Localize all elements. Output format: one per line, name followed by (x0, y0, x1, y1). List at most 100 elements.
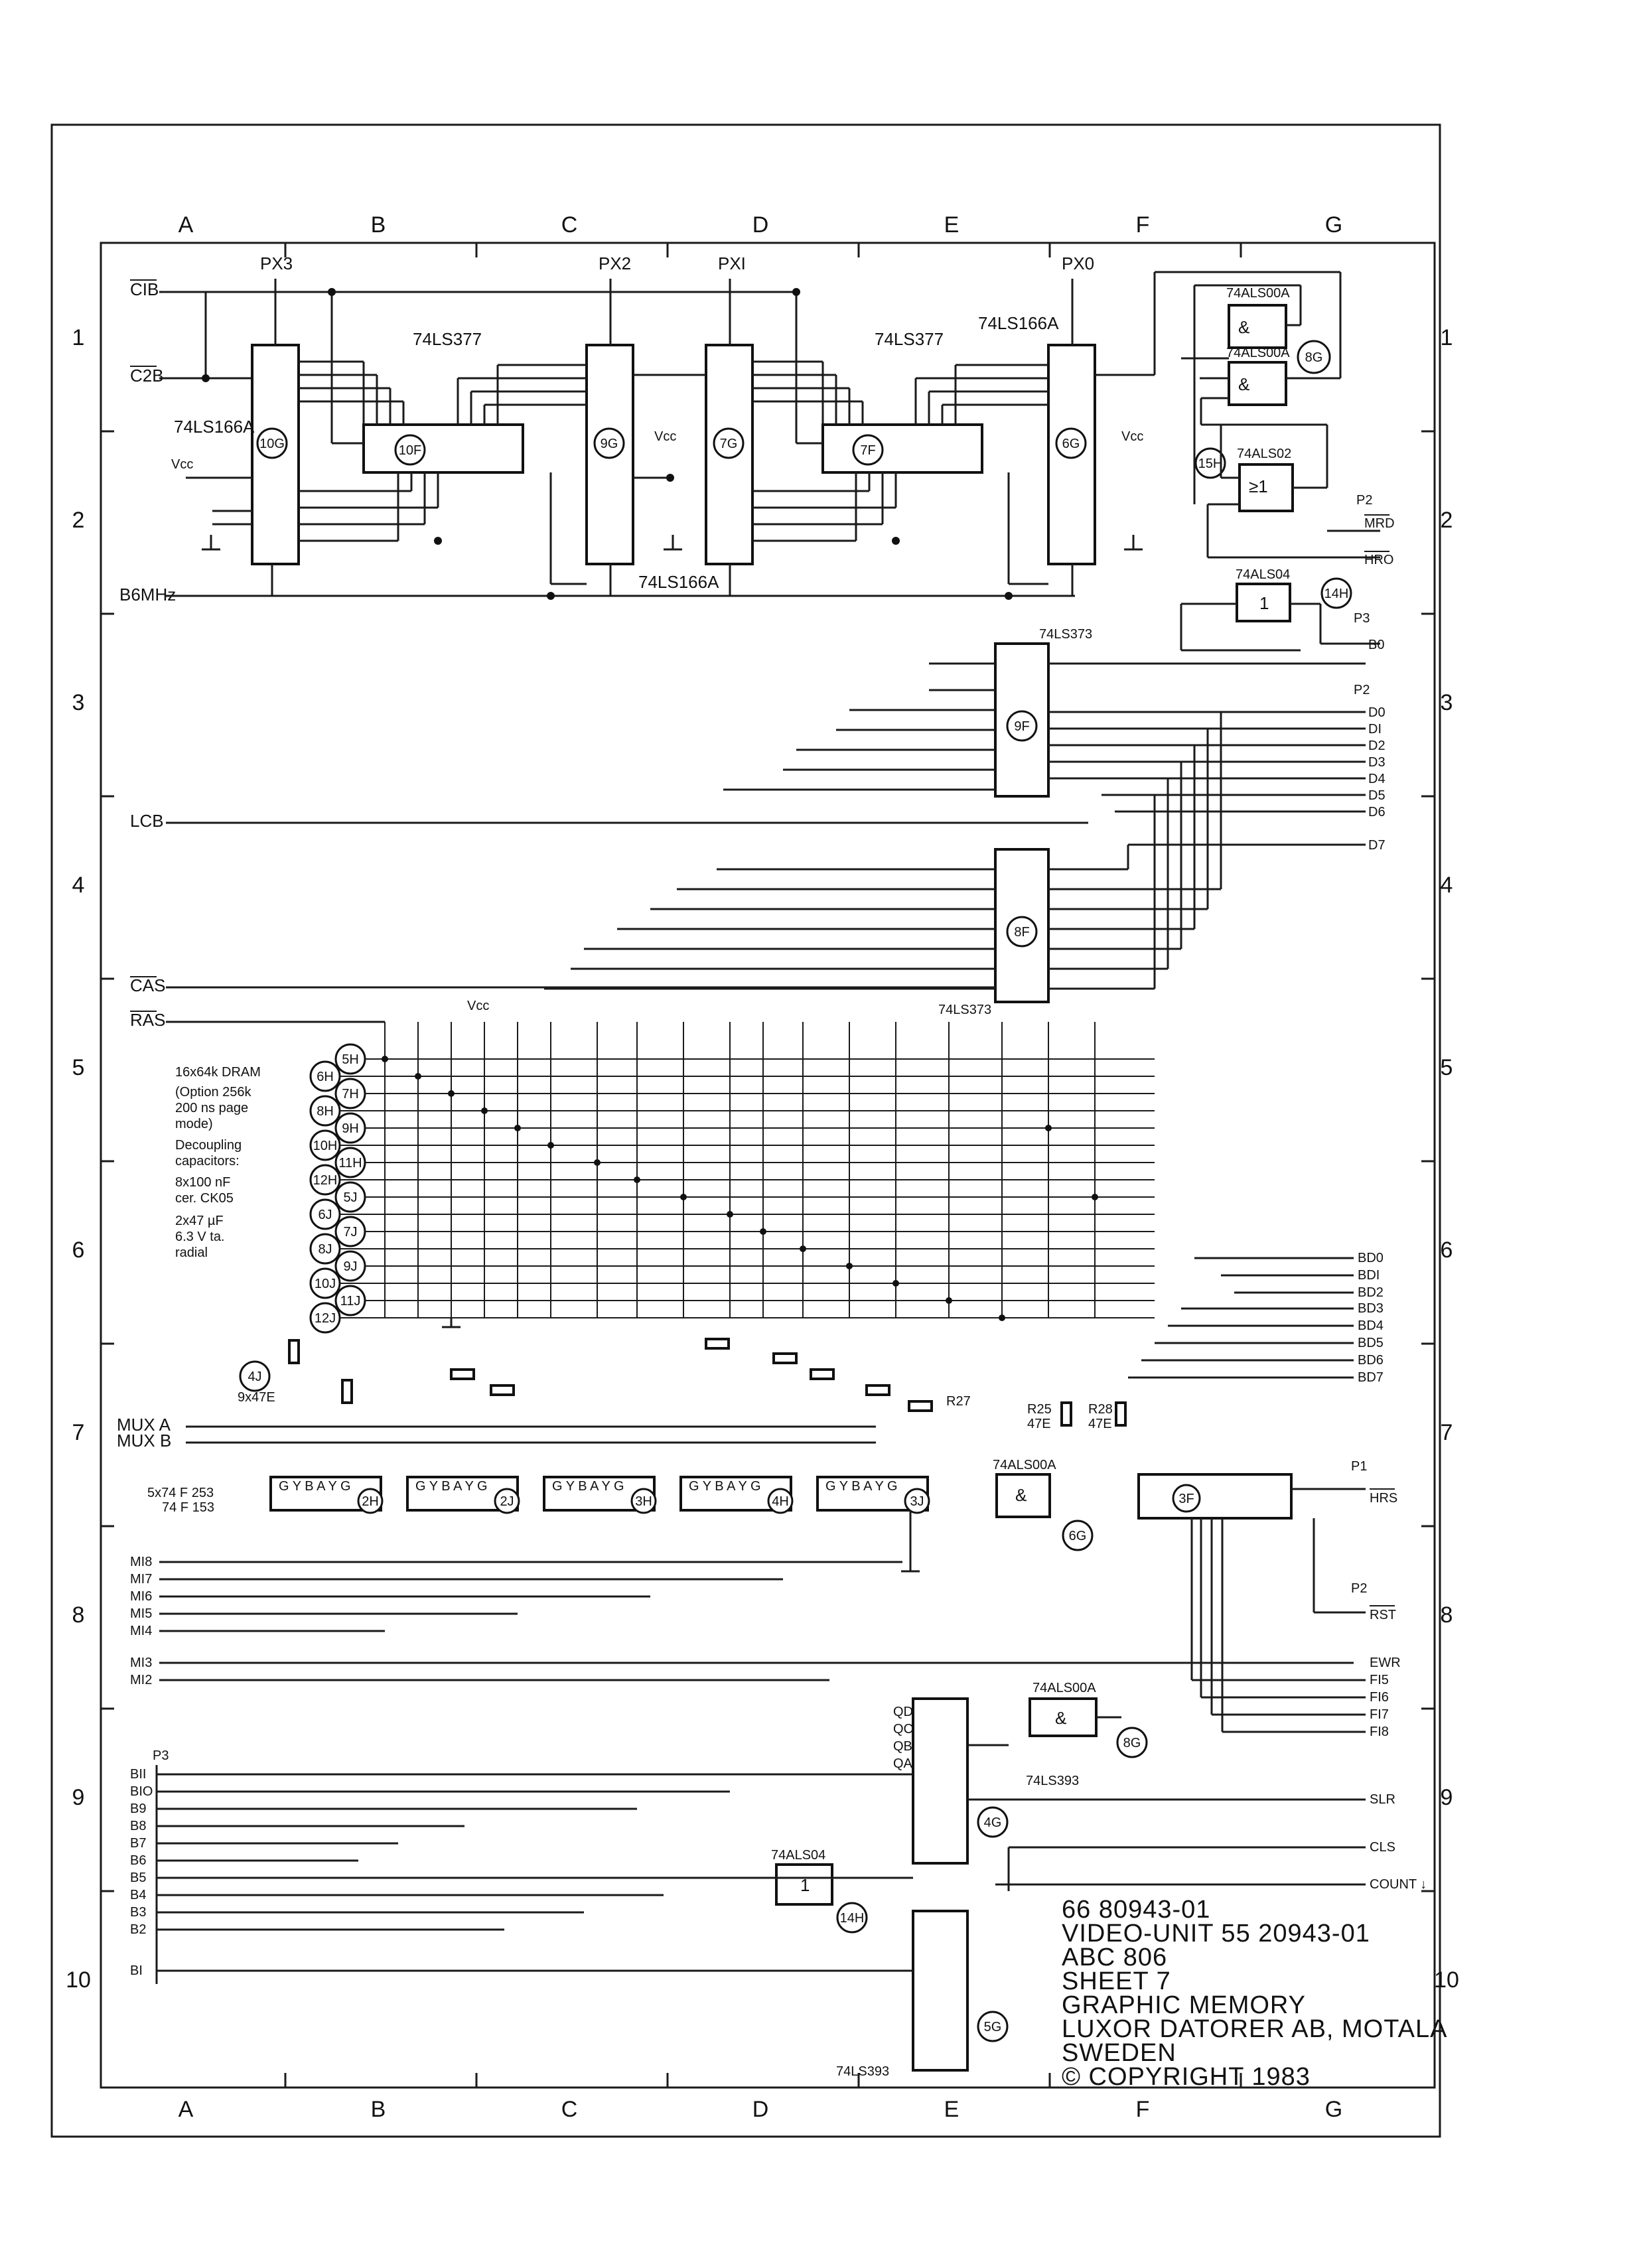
row-label: 5 (72, 1055, 85, 1080)
gate-14h-bottom (775, 1863, 833, 1906)
chip-ref-text: 2H (362, 1494, 379, 1509)
chip-ref-7g (713, 427, 745, 459)
row-labels-left: 1 2 3 4 5 6 7 8 9 10 (66, 325, 91, 1993)
dram-chip: 10J (315, 1277, 336, 1291)
chip-5g (912, 1910, 969, 2072)
col-label: F (1136, 2097, 1150, 2122)
col-label: A (178, 212, 194, 238)
row-label: 8 (72, 1602, 85, 1628)
chip-ref-text: 14H (1324, 587, 1349, 601)
row-label: 1 (72, 325, 85, 350)
r25-label: R25 (1027, 1402, 1052, 1417)
signal-cas: CAS (130, 975, 165, 995)
bd1: BDI (1358, 1268, 1380, 1283)
signal-c2b: C2B (130, 366, 164, 386)
dram-note-line: 200 ns page (175, 1101, 248, 1115)
junction-dots-top (202, 288, 1013, 600)
resistor (865, 1384, 890, 1396)
mi5: MI5 (130, 1606, 152, 1621)
b1: BI (130, 1963, 143, 1978)
dram-chip: 6J (318, 1208, 332, 1222)
part-label: 74ALS00A (1032, 1681, 1096, 1695)
row-label: 2 (72, 508, 85, 533)
part-label: 74LS377 (413, 329, 482, 349)
bd3: BD3 (1358, 1301, 1384, 1316)
dram-chip: 7H (342, 1087, 359, 1101)
nand-symbol: & (1015, 1485, 1027, 1505)
dram-chip: 5J (343, 1190, 357, 1205)
row-label: 2 (1441, 508, 1453, 533)
chip-7f (821, 423, 983, 474)
gate-15h (1238, 463, 1294, 512)
r28-value: 47E (1088, 1417, 1112, 1431)
dram-note-line: Decoupling (175, 1138, 242, 1153)
mi8: MI8 (130, 1555, 152, 1569)
p2-label: P2 (1354, 683, 1370, 697)
dram-chip: 12H (313, 1173, 338, 1188)
dram-note-line: 2x47 µF (175, 1214, 224, 1228)
counter-pins: QC (893, 1722, 913, 1736)
dram-junctions (382, 1056, 1098, 1321)
outer-border (50, 123, 1441, 2138)
row-label: 4 (1441, 873, 1453, 898)
data-d3: D3 (1368, 755, 1386, 770)
signal-b6mhz: B6MHz (119, 585, 176, 604)
resistor (772, 1352, 798, 1364)
bd-bus: BD0 BDI BD2 BD3 BD4 BD5 BD6 BD7 (1128, 1251, 1384, 1385)
part-label: 74LS393 (1026, 1774, 1079, 1788)
p3-bus: P3 BII BIO B9 B8 B7 B6 B5 B4 B3 B2 BI (130, 1748, 913, 1984)
r27-label: R27 (946, 1394, 971, 1409)
mi6: MI6 (130, 1589, 152, 1604)
dram-chip: 12J (315, 1311, 336, 1326)
part-label: 74LS166A (174, 417, 255, 437)
shift-register-wiring (186, 279, 1155, 596)
part-label: 74ALS00A (993, 1458, 1056, 1472)
b4: B4 (130, 1888, 146, 1902)
chip-ref-text: 4H (772, 1494, 789, 1509)
dram-note-line: 16x64k DRAM (175, 1065, 261, 1080)
resistor (450, 1368, 475, 1380)
chip-3f (1137, 1473, 1293, 1520)
chip-ref-9f (1006, 710, 1038, 742)
data-bus-labels: P2 D0 DI D2 D3 D4 D5 D6 D7 (1354, 683, 1386, 853)
px0-label: PX0 (1062, 253, 1094, 273)
chip-ref-14h-top (1320, 577, 1352, 609)
dram-chip: 11H (338, 1156, 362, 1170)
nand-symbol: & (1238, 374, 1249, 394)
part-label: 74ALS00A (1226, 346, 1290, 360)
col-label: E (944, 212, 960, 238)
chip-ref-text: 14H (840, 1911, 865, 1926)
chip-ref-text: 7F (860, 443, 875, 458)
chip-ref-text: 10F (399, 443, 421, 458)
data-d1: DI (1368, 722, 1382, 737)
top-right-gates: & 74ALS00A & 74ALS00A 8G ≥1 74ALS02 15H … (1194, 286, 1352, 622)
dram-chip: 10H (313, 1139, 338, 1153)
b7: B7 (130, 1836, 146, 1851)
f15: FI5 (1370, 1673, 1389, 1687)
part-label: 74ALS04 (1236, 567, 1290, 582)
row-label: 3 (1441, 690, 1453, 715)
dram-note-line: (Option 256k (175, 1085, 252, 1099)
row-ticks (101, 430, 1435, 1892)
b5: B5 (130, 1871, 146, 1885)
dram-chip: 5H (342, 1052, 359, 1067)
b6: B6 (130, 1853, 146, 1868)
top-right-signal-labels: P2 MRD HRO P3 B0 (1354, 493, 1395, 652)
dram-chip: 7J (343, 1225, 357, 1240)
p3-connector: P3 (153, 1748, 169, 1763)
mux-pin-labels: G Y B A Y G (689, 1479, 761, 1494)
row-label: 6 (1441, 1238, 1453, 1263)
p2-label: P2 (1351, 1581, 1367, 1596)
data-d6: D6 (1368, 805, 1386, 819)
row-label: 9 (1441, 1785, 1453, 1810)
bd0: BD0 (1358, 1251, 1384, 1265)
chip-ref-text: 3F (1178, 1492, 1194, 1506)
p1-label: P1 (1351, 1459, 1367, 1474)
b10: BIO (130, 1784, 153, 1799)
dram-chip: 8J (318, 1242, 332, 1257)
resistor (341, 1379, 353, 1404)
row-label: 6 (72, 1238, 85, 1263)
mux-note: 74 F 153 (162, 1500, 214, 1515)
hrs-label: HRS (1370, 1491, 1397, 1506)
